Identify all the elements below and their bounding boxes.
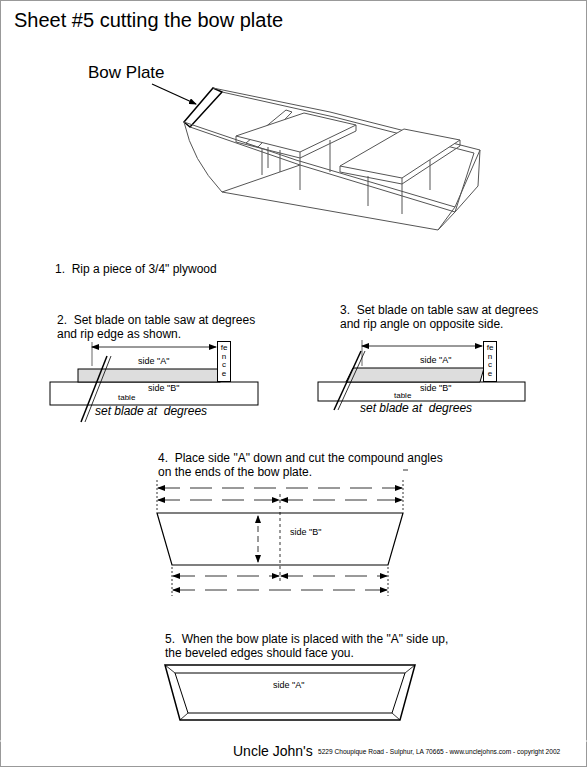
shape-outline [157,513,403,565]
shape-text: table [118,393,258,402]
table-box: table [50,382,258,405]
step-text: 4. Place side "A" down and cut the compo… [158,451,458,480]
leader-arrow [152,84,196,104]
note-text: set blade at degrees [360,401,472,415]
address-text: 5229 Choupique Road - Sulphur, LA 70665 … [318,748,560,756]
part-name: Bow Plate [88,63,165,83]
shape-text: table [394,391,525,400]
shape-text: side "A" [273,680,415,690]
note-text: set blade at degrees [95,404,207,418]
step-text: 3. Set blade on table saw at degrees and… [340,303,558,332]
fence-letters: fence [220,344,228,379]
table-box: table [318,382,525,401]
shape-outline [165,665,415,720]
step-text: 2. Set blade on table saw at degrees and… [57,313,269,342]
bow-plate-side-a: side "A" [165,665,415,720]
footer-space [0,741,587,742]
side-label: side "B" [148,383,179,394]
boat-illustration [184,88,480,230]
dimension-lines [157,470,408,596]
sheet-title: Sheet #5 cutting the bow plate [14,8,283,32]
fence-letters: fence [486,344,494,379]
side-label: side "A" [418,355,453,366]
shape-text: side "B" [290,527,403,537]
bow-plate-side-b: side "B" [157,513,403,565]
fence-box: fence [217,341,231,382]
company-name: Uncle John's [233,743,313,760]
step-text: 1. Rip a piece of 3/4" plywood [55,262,315,276]
saw-setup-3 [318,340,525,410]
side-label: side "A" [136,356,171,367]
step-text: 5. When the bow plate is placed with the… [165,632,465,661]
fence-box: fence [483,341,497,382]
side-label: side "B" [420,383,451,394]
